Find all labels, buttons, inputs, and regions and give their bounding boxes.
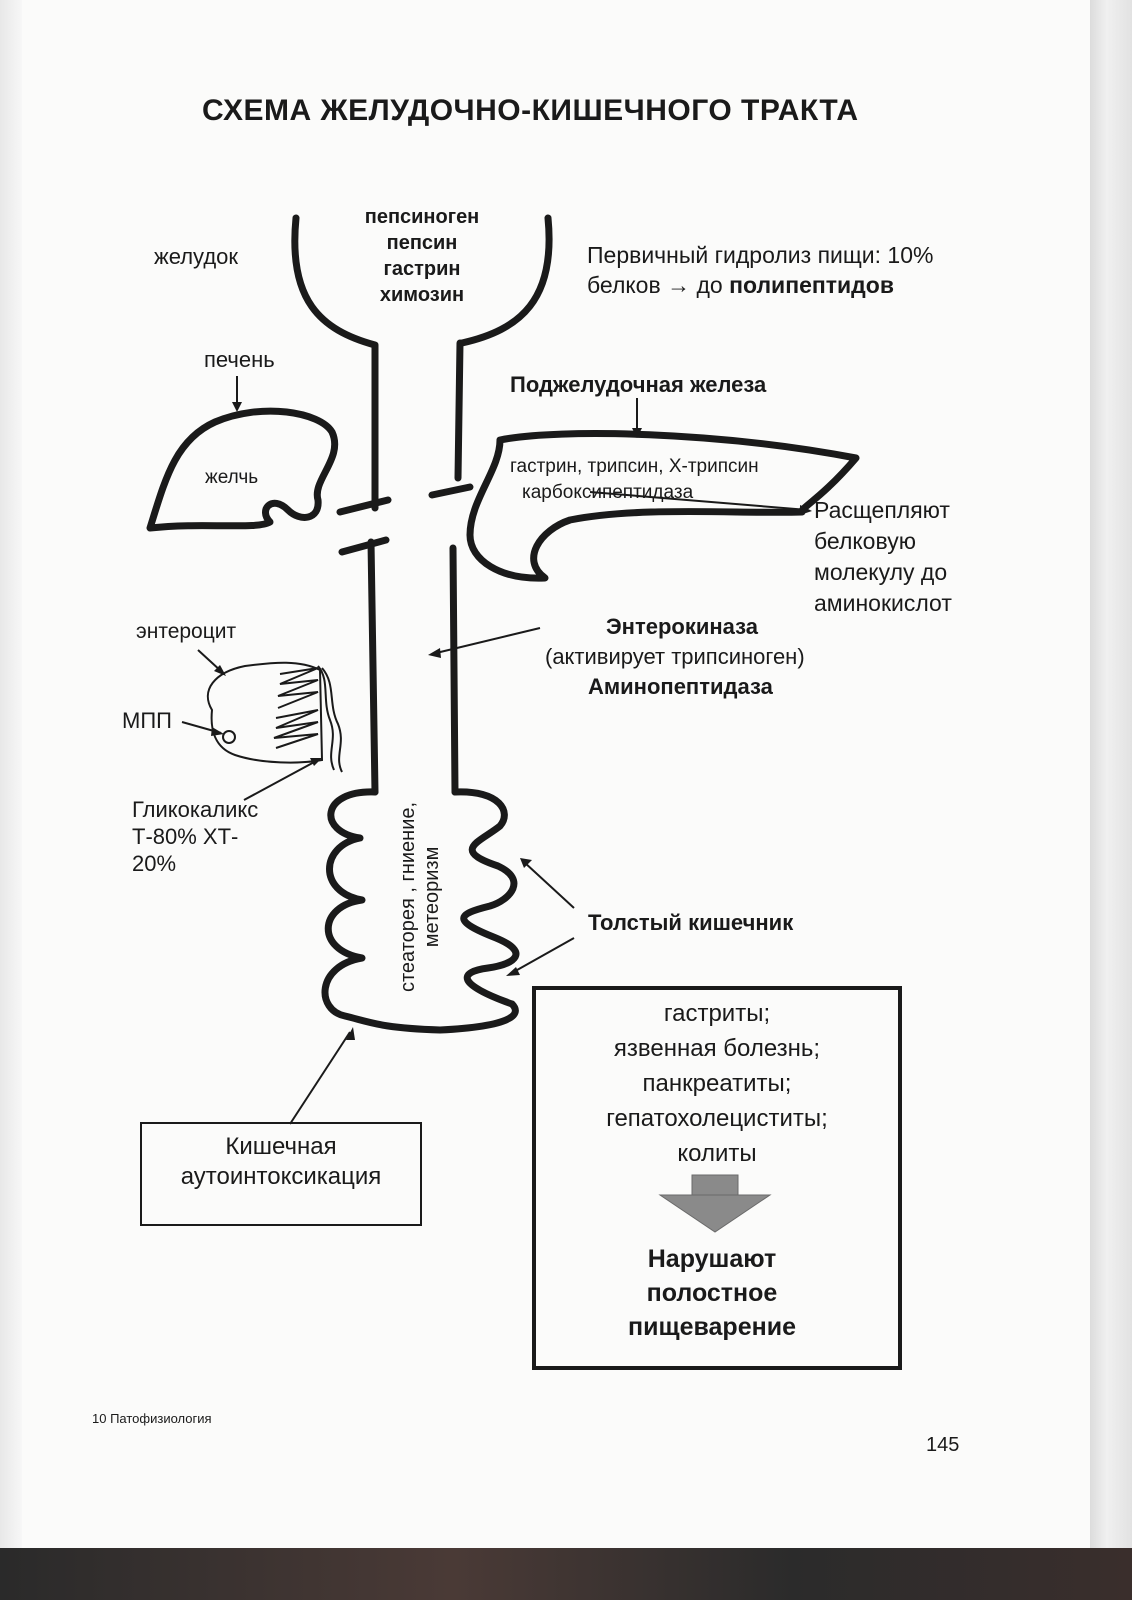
pancreas-action-line4: аминокислот	[814, 590, 952, 616]
arrowhead-glycocalyx	[310, 758, 322, 766]
colon-label: Толстый кишечник	[588, 910, 794, 935]
diagram-title: СХЕМА ЖЕЛУДОЧНО-КИШЕЧНОГО ТРАКТА	[202, 94, 859, 127]
page-number: 145	[926, 1434, 960, 1456]
hydrolysis-polypeptides: полипептидов	[729, 272, 894, 298]
colon-wall-left	[321, 788, 519, 1034]
enterokinase-note: (активирует трипсиноген)	[545, 644, 805, 669]
hydrolysis-line1: Первичный гидролиз пищи: 10%	[587, 242, 934, 268]
enterocyte-label: энтероцит	[136, 620, 237, 643]
disease-ulcer: язвенная болезнь;	[613, 1035, 821, 1062]
pancreas-outline	[466, 430, 860, 582]
stomach-enzymes: пепсиноген пепсин гастрин химозин	[352, 204, 492, 308]
disease-gastritis: гастриты;	[663, 1000, 771, 1027]
intestine-wall-left-lower	[367, 538, 379, 796]
stomach-hydrolysis: Первичный гидролиз пищи: 10% белков → до…	[587, 240, 933, 300]
stomach-label: желудок	[154, 244, 239, 269]
result-line2: полостное	[646, 1279, 778, 1307]
big-down-arrow	[658, 1174, 772, 1233]
microvilli-2	[273, 709, 319, 749]
enzyme-pepsin: пепсин	[386, 232, 458, 254]
result-line1: Нарушают	[647, 1245, 777, 1273]
colon-wall-right	[451, 788, 520, 1008]
enterokinase-label: Энтерокиназа	[606, 614, 759, 639]
arrowhead-autointoxication	[346, 1027, 355, 1040]
liver-label: печень	[204, 347, 275, 372]
pancreas-enzymes-line2: карбоксипептидаза	[522, 482, 694, 503]
arrow-colon-lower	[509, 937, 575, 975]
page-edge-left	[0, 0, 22, 1548]
disease-hepatocholecystitis: гепатохолециститы;	[606, 1105, 828, 1132]
arrowhead-pancreas-action	[800, 505, 812, 515]
bile-duct-opening	[336, 496, 392, 516]
enzyme-chymosin: химозин	[379, 284, 465, 306]
arrowhead-liver	[232, 402, 242, 412]
book-page	[22, 0, 1110, 1548]
hydrolysis-line2: белков → до полипептидов	[587, 270, 933, 300]
colon-symptoms: стеаторея , гниение, метеоризм	[396, 802, 444, 992]
page-edge-right	[1090, 0, 1132, 1548]
pancreas-enzymes-line1: гастрин, трипсин, Х-трипсин	[510, 456, 759, 477]
scan-bottom-edge	[0, 1548, 1132, 1600]
arrow-autointoxication	[289, 1031, 351, 1125]
arrowhead-enterocyte	[214, 665, 226, 676]
diseases-box	[532, 986, 902, 1370]
stomach-outline-left	[291, 214, 379, 352]
arrowhead-pancreas	[632, 428, 642, 438]
diseases-list: гастриты; язвенная болезнь; панкреатиты;…	[532, 996, 902, 1171]
enzyme-pepsinogen: пепсиноген	[364, 206, 480, 228]
disease-colitis: колиты	[677, 1140, 757, 1167]
disease-pancreatitis: панкреатиты;	[642, 1070, 792, 1097]
arrowhead-colon-upper	[520, 858, 532, 868]
arrowhead-enterokinase	[428, 648, 441, 658]
result-line3: пищеварение	[628, 1313, 796, 1341]
pancreas-action-line2: белковую	[814, 528, 916, 554]
autointoxication-box	[140, 1122, 422, 1226]
diseases-result: Нарушают полостное пищеварение	[532, 1242, 892, 1344]
autointoxication-line1: Кишечная	[225, 1133, 337, 1160]
arrow-enterokinase	[431, 627, 541, 655]
glycocalyx-line3: 20%	[132, 851, 177, 876]
bile-duct-opening-lower	[338, 536, 390, 556]
intestine-wall-right-upper	[454, 339, 464, 482]
colon-symptoms-line1: стеаторея , гниение,	[397, 801, 419, 992]
pancreas-action-line3: молекулу до	[814, 559, 948, 585]
arrow-colon-upper	[523, 861, 575, 909]
glycocalyx-line2: Т-80% ХТ-	[132, 824, 239, 849]
intestine-wall-right-lower	[449, 544, 459, 796]
liver-outline	[146, 407, 339, 532]
microvilli-1	[277, 667, 319, 709]
arrow-glycocalyx	[243, 759, 319, 801]
gi-tract-diagram	[146, 214, 860, 1233]
autointoxication-line2: аутоинтоксикация	[180, 1163, 382, 1190]
footer-book-label: 10 Патофизиология	[92, 1411, 212, 1426]
aminopeptidase-label: Аминопептидаза	[588, 674, 773, 699]
glycocalyx-wave-1	[317, 665, 335, 771]
bile-label: желчь	[205, 467, 259, 488]
arrowhead-colon-lower	[506, 967, 520, 976]
pancreas-label: Поджелудочная железа	[510, 372, 767, 397]
colon-symptoms-line2: метеоризм	[421, 846, 443, 948]
glycocalyx-label: Гликокаликс Т-80% ХТ- 20%	[132, 796, 258, 877]
pancreas-action: Расщепляют белковую молекулу до аминокис…	[814, 495, 952, 619]
hydrolysis-line2-text: белков → до	[587, 272, 730, 298]
glycocalyx-wave-2	[321, 667, 343, 773]
mpp-marker	[222, 730, 236, 744]
autointoxication-text: Кишечная аутоинтоксикация	[140, 1132, 422, 1192]
pancreatic-duct-opening	[428, 483, 474, 499]
pancreas-action-line1: Расщепляют	[814, 497, 950, 523]
stomach-outline-right	[458, 214, 553, 347]
glycocalyx-line1: Гликокаликс	[132, 797, 259, 822]
arrow-pancreas-action	[589, 491, 809, 511]
arrowhead-mpp	[211, 727, 224, 736]
enzyme-gastrin: гастрин	[383, 258, 461, 280]
mpp-label: МПП	[122, 708, 172, 733]
